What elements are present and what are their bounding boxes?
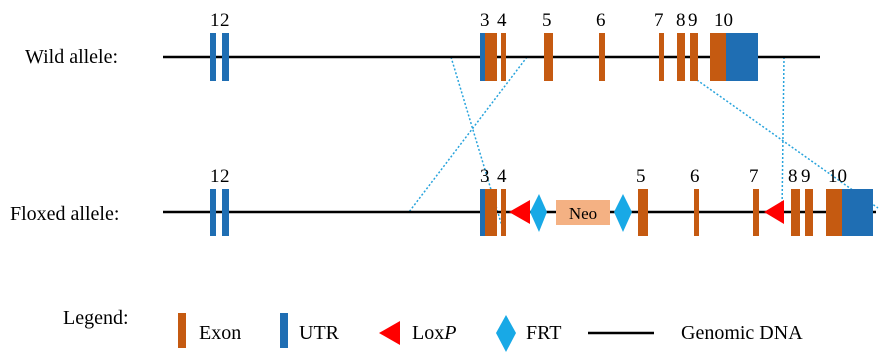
legend-loxp-label-main: Lox: [412, 322, 444, 344]
floxed-exon-6: [694, 189, 699, 236]
wild-exon-number: 9: [688, 10, 698, 31]
wild-allele: Wild allele: 1 2 3 4 5 6 7 8 9 10: [25, 10, 820, 81]
floxed-exon-10: [826, 189, 842, 236]
floxed-exon-number: 4: [497, 166, 507, 187]
floxed-exon-7: [753, 189, 759, 236]
legend-frt-swatch: [496, 315, 516, 352]
floxed-exon-number: 3: [480, 166, 490, 187]
floxed-exon-10-utr: [842, 189, 873, 236]
wild-exon-number: 3: [480, 10, 490, 31]
wild-exon-number: 2: [220, 10, 230, 31]
floxed-exon-4: [501, 189, 506, 236]
legend-exon-swatch: [178, 313, 186, 348]
wild-exon-number: 7: [654, 10, 664, 31]
wild-exon-2-utr: [222, 33, 229, 81]
wild-exon-number: 10: [714, 10, 733, 31]
frt-marker-2: [614, 194, 632, 232]
wild-exon-10: [710, 33, 726, 81]
wild-exon-7: [659, 33, 664, 81]
floxed-exon-number: 6: [690, 166, 700, 187]
wild-exon-10-utr: [726, 33, 758, 81]
floxed-exon-9: [805, 189, 813, 236]
wild-exon-3-utr: [480, 33, 485, 81]
floxed-exon-1-utr: [210, 189, 216, 236]
floxed-exon-number: 7: [749, 166, 759, 187]
legend-loxp-label: LoxP: [412, 322, 456, 344]
legend-title: Legend:: [63, 307, 129, 329]
wild-exon-number: 4: [497, 10, 507, 31]
wild-exon-6: [599, 33, 605, 81]
connector-lines: [408, 56, 879, 237]
wild-exon-8: [677, 33, 685, 81]
wild-exon-1-utr: [210, 33, 216, 81]
floxed-exon-2-utr: [222, 189, 229, 236]
floxed-allele: Floxed allele: Neo 1 2 3 4 5 6 7 8 9 10: [10, 166, 876, 236]
legend-dna-label: Genomic DNA: [681, 322, 803, 344]
floxed-exon-number: 8: [788, 166, 798, 187]
wild-exon-number: 5: [542, 10, 552, 31]
wild-exon-number: 6: [596, 10, 606, 31]
wild-exon-5: [544, 33, 553, 81]
legend-loxp-label-italic: P: [443, 322, 456, 344]
legend: Legend: Exon UTR LoxP FRT Genomic DNA: [63, 307, 803, 352]
wild-exon-4: [501, 33, 506, 81]
floxed-exon-5: [638, 189, 648, 236]
wild-exon-number: 8: [676, 10, 686, 31]
wild-exon-number: 1: [210, 10, 220, 31]
wild-exon-9: [690, 33, 698, 81]
loxp-marker-2: [764, 200, 784, 224]
neo-cassette-label: Neo: [569, 204, 597, 223]
connector-line: [781, 56, 785, 213]
wild-exon-3: [485, 33, 497, 81]
legend-exon-label: Exon: [199, 322, 241, 344]
wild-allele-label: Wild allele:: [25, 46, 118, 68]
floxed-exon-number: 10: [828, 166, 847, 187]
legend-loxp-swatch: [379, 321, 400, 345]
floxed-exon-number: 1: [210, 166, 220, 187]
floxed-exon-3-utr: [480, 189, 485, 236]
connector-line: [696, 79, 879, 209]
neo-cassette: [556, 200, 610, 225]
connector-line: [408, 56, 528, 213]
connector-line: [450, 56, 506, 237]
legend-frt-label: FRT: [526, 322, 561, 344]
floxed-exon-number: 2: [220, 166, 230, 187]
floxed-exon-number: 5: [636, 166, 646, 187]
loxp-marker-1: [509, 200, 530, 224]
floxed-exon-3: [485, 189, 497, 236]
floxed-allele-label: Floxed allele:: [10, 203, 119, 225]
floxed-exon-number: 9: [801, 166, 811, 187]
floxed-exon-8: [791, 189, 800, 236]
frt-marker-1: [530, 194, 547, 232]
legend-utr-label: UTR: [299, 322, 340, 344]
legend-utr-swatch: [280, 313, 288, 348]
